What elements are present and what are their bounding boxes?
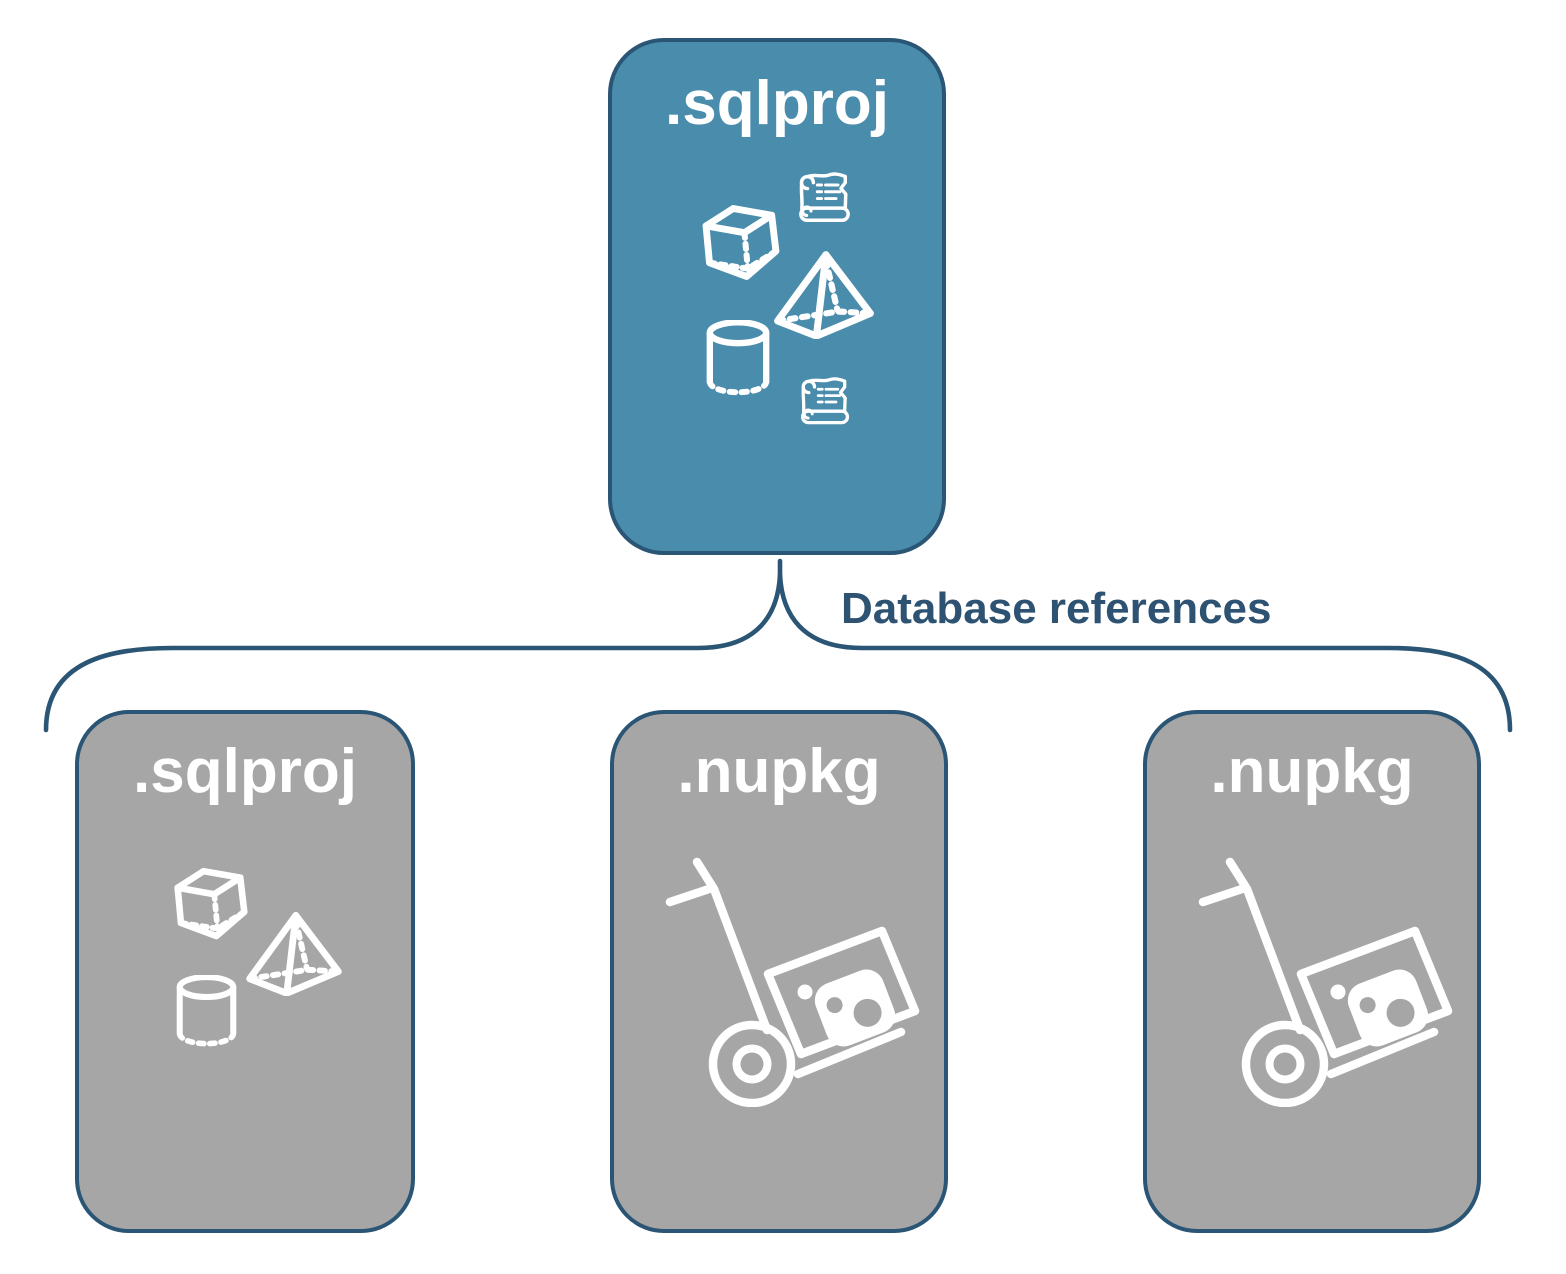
brace-left-half bbox=[43, 558, 783, 733]
nuget-package-handtruck-icon bbox=[1195, 849, 1457, 1107]
brace-right-half bbox=[777, 572, 1513, 733]
reference-nupkg-card: .nupkg bbox=[1143, 710, 1481, 1233]
main-card-title: .sqlproj bbox=[665, 69, 889, 138]
pyramid-icon bbox=[772, 249, 876, 339]
sql-script-scroll-icon bbox=[799, 375, 852, 430]
reference-nupkg-card: .nupkg bbox=[610, 710, 948, 1233]
connector-label: Database references bbox=[841, 584, 1272, 633]
sql-script-scroll-icon bbox=[797, 170, 853, 228]
main-sqlproj-card: .sqlproj bbox=[608, 38, 946, 555]
reference-card-title: .nupkg bbox=[1210, 737, 1414, 806]
reference-sqlproj-card: .sqlproj bbox=[75, 710, 415, 1233]
pyramid-icon bbox=[244, 910, 344, 996]
reference-card-title: .nupkg bbox=[677, 737, 881, 806]
database-cylinder-icon bbox=[704, 320, 772, 400]
reference-card-title: .sqlproj bbox=[133, 737, 357, 806]
database-cylinder-icon bbox=[172, 975, 241, 1051]
cube-icon bbox=[166, 862, 256, 950]
nuget-package-handtruck-icon bbox=[662, 849, 924, 1107]
